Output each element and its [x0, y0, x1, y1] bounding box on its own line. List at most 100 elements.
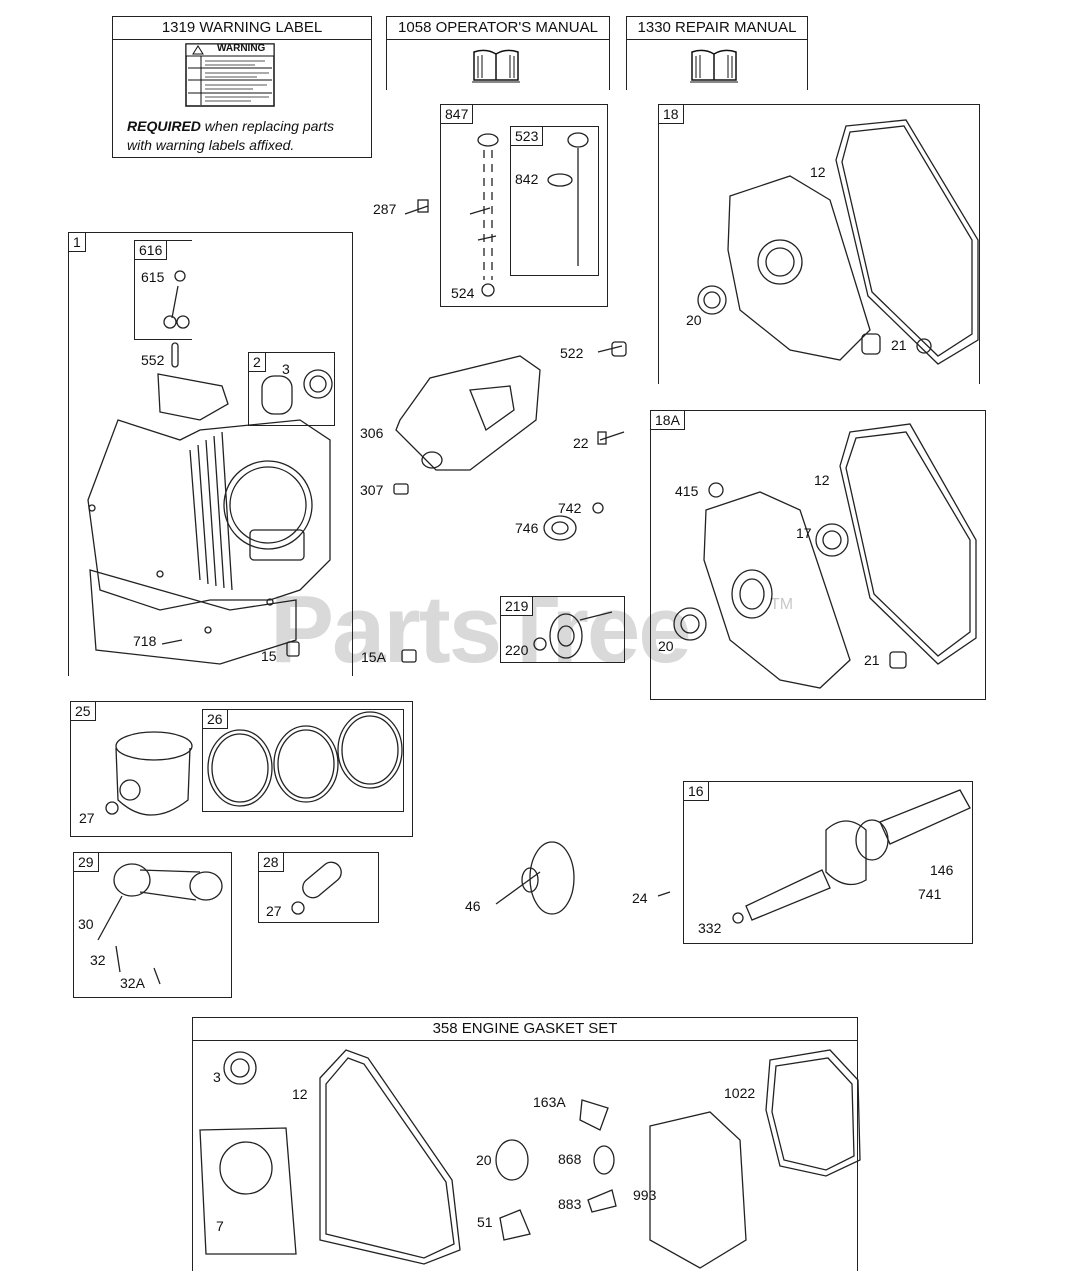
- box-523-tag: 523: [511, 127, 544, 146]
- label-30: 30: [78, 916, 94, 932]
- box-16-tag: 16: [684, 782, 709, 801]
- box-1-tag: 1: [69, 233, 86, 252]
- piston-art: [105, 731, 193, 816]
- label-742: 742: [558, 500, 582, 516]
- label-12-b: 12: [814, 472, 830, 488]
- repair-manual-header: 1330 REPAIR MANUAL: [627, 17, 807, 40]
- label-32: 32: [90, 952, 106, 968]
- dipstick-tube-art: [469, 133, 499, 297]
- nut-15a-art: [401, 649, 417, 663]
- box-18: 18: [658, 104, 980, 384]
- gasket-set-art: [199, 1049, 861, 1269]
- box-29-tag: 29: [74, 853, 99, 872]
- gasket-label-51: 51: [477, 1214, 493, 1230]
- warning-text-1: when replacing parts: [200, 118, 334, 134]
- box-847: 847: [440, 104, 608, 307]
- label-146: 146: [930, 862, 954, 878]
- label-20-a: 20: [686, 312, 702, 328]
- gasket-label-20: 20: [476, 1152, 492, 1168]
- box-219-tag: 219: [501, 597, 534, 616]
- gasket-label-883: 883: [558, 1196, 582, 1212]
- gasket-label-163a: 163A: [533, 1094, 566, 1110]
- label-46: 46: [465, 898, 481, 914]
- label-21-b: 21: [864, 652, 880, 668]
- crankshaft-art: [732, 789, 971, 924]
- box-616-tag: 616: [135, 241, 168, 260]
- gasket-label-12: 12: [292, 1086, 308, 1102]
- piston-rings-art: [207, 711, 403, 807]
- bolt-287-art: [404, 199, 429, 215]
- valve-spring-art: [163, 270, 190, 329]
- label-17: 17: [796, 525, 812, 541]
- pin-24-art: [657, 891, 671, 897]
- watermark-tm: TM: [770, 596, 794, 613]
- operators-manual-header: 1058 OPERATOR'S MANUAL: [387, 17, 609, 40]
- bolt-307-art: [393, 483, 409, 495]
- repair-book-icon: [688, 46, 740, 89]
- bolt-522-art: [597, 341, 627, 357]
- label-842: 842: [515, 171, 539, 187]
- cylinder-block-art: [87, 373, 331, 665]
- label-741: 741: [918, 886, 942, 902]
- label-24: 24: [632, 890, 648, 906]
- box-18-tag: 18: [659, 105, 684, 124]
- label-15a: 15A: [361, 649, 386, 665]
- label-12-a: 12: [810, 164, 826, 180]
- box-523: 523: [510, 126, 599, 276]
- repair-manual-box: 1330 REPAIR MANUAL: [626, 16, 808, 90]
- box-18a-tag: 18A: [651, 411, 685, 430]
- wrist-pin-art: [291, 861, 342, 915]
- box-28-tag: 28: [259, 853, 284, 872]
- box-25-tag: 25: [71, 702, 96, 721]
- box-1: 1: [68, 232, 353, 676]
- warning-sticker-word: WARNING: [217, 43, 266, 54]
- crankcase-cover-18a-art: [673, 423, 977, 689]
- watermark: PartsTree: [270, 576, 692, 683]
- warning-note: REQUIRED when replacing parts with warni…: [127, 117, 334, 155]
- label-220: 220: [505, 642, 529, 658]
- label-718: 718: [133, 633, 157, 649]
- dowel-718-art: [161, 639, 183, 645]
- label-20-b: 20: [658, 638, 674, 654]
- box-25: 25: [70, 701, 413, 837]
- gear-746-art: [543, 502, 604, 541]
- operators-book-icon: [470, 46, 522, 89]
- camshaft-art: [495, 841, 575, 915]
- gasket-label-868: 868: [558, 1151, 582, 1167]
- warning-sticker-icon: [185, 43, 275, 107]
- label-32a: 32A: [120, 975, 145, 991]
- label-307: 307: [360, 482, 384, 498]
- label-332: 332: [698, 920, 722, 936]
- dipstick-art: [547, 132, 589, 266]
- gasket-label-7: 7: [216, 1218, 224, 1234]
- box-29: 29: [73, 852, 232, 998]
- box-18a: 18A: [650, 410, 986, 700]
- crankcase-cover-18-art: [697, 119, 979, 365]
- gasket-label-3: 3: [213, 1069, 221, 1085]
- warning-label-header: 1319 WARNING LABEL: [113, 17, 371, 40]
- label-22: 22: [573, 435, 589, 451]
- box-28: 28: [258, 852, 379, 923]
- warning-label-box: 1319 WARNING LABEL WARNING REQUIRED when…: [112, 16, 372, 158]
- label-27-a: 27: [79, 810, 95, 826]
- box-616: 616: [134, 240, 192, 340]
- air-guide-art: [395, 355, 541, 471]
- gasket-set-box: 358 ENGINE GASKET SET: [192, 1017, 858, 1271]
- label-306: 306: [360, 425, 384, 441]
- gasket-set-header: 358 ENGINE GASKET SET: [193, 1018, 857, 1041]
- label-746: 746: [515, 520, 539, 536]
- label-552: 552: [141, 352, 165, 368]
- label-615: 615: [141, 269, 165, 285]
- label-27-b: 27: [266, 903, 282, 919]
- box-2: 2: [248, 352, 335, 426]
- required-word: REQUIRED: [127, 118, 201, 134]
- breather-tube-art: [171, 342, 179, 368]
- plug-15-art: [286, 641, 300, 657]
- label-15: 15: [261, 648, 277, 664]
- label-415: 415: [675, 483, 699, 499]
- gear-219-art: [533, 611, 613, 659]
- label-3: 3: [282, 361, 290, 377]
- label-524: 524: [451, 285, 475, 301]
- box-26-tag: 26: [203, 710, 228, 729]
